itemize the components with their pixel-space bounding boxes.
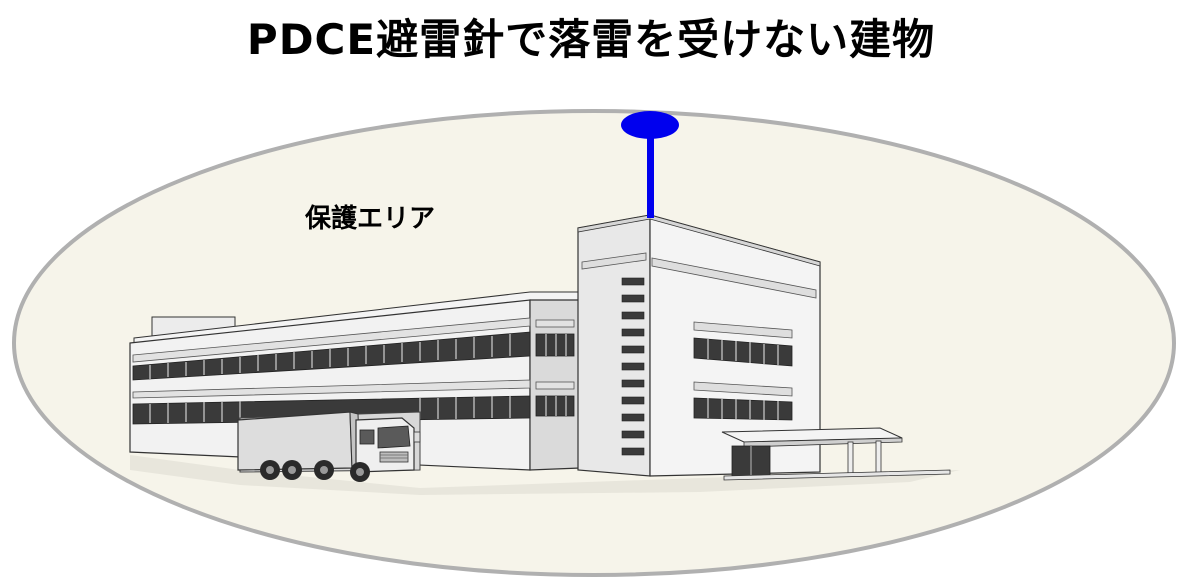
lightning-rod-head	[621, 111, 679, 139]
ground-shadow	[130, 455, 960, 495]
upper-window-strip	[132, 331, 531, 381]
lightning-rod	[621, 111, 679, 218]
lower-window-strip	[132, 395, 531, 425]
stair-windows	[621, 277, 645, 456]
entrance-canopy	[721, 427, 951, 481]
page-title: PDCE避雷針で落雷を受けない建物	[246, 15, 936, 64]
lightning-rod-mast	[647, 134, 654, 218]
truck	[237, 411, 421, 482]
protection-area-label: 保護エリア	[305, 204, 436, 234]
tower	[577, 214, 821, 477]
